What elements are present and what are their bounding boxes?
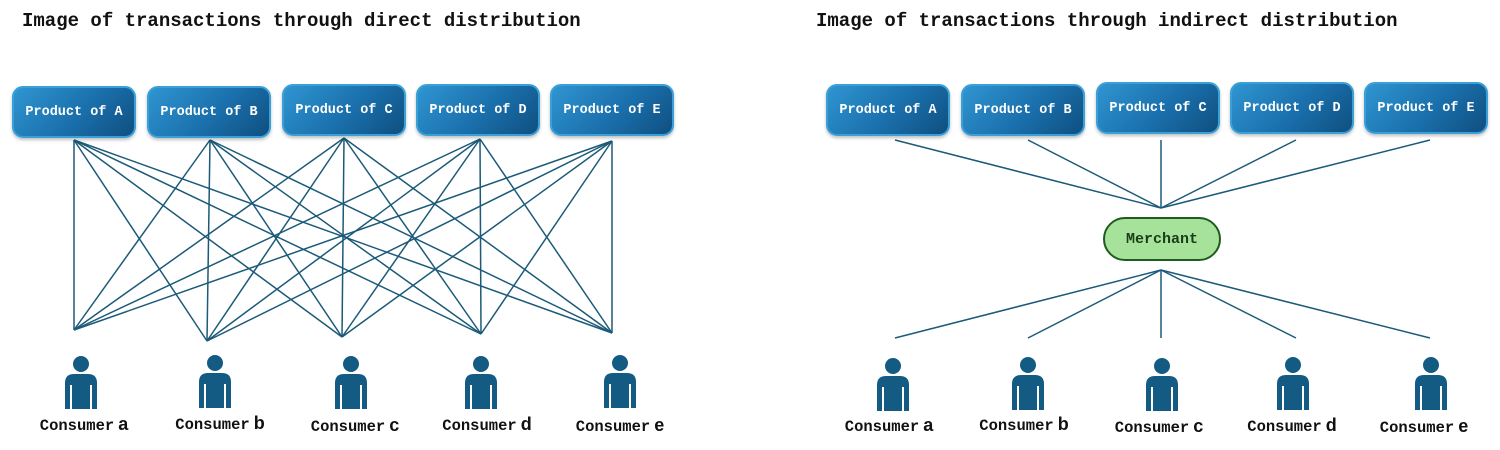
merchant-consumer-link [1027, 269, 1162, 339]
direct-distribution-title: Image of transactions through direct dis… [22, 10, 581, 32]
left-product-a: Product of A [12, 86, 136, 138]
left-product-e: Product of E [550, 84, 674, 136]
person-icon [199, 355, 231, 408]
direct-link [209, 139, 613, 334]
person-icon [1415, 357, 1447, 410]
merchant-consumer-link [1160, 269, 1431, 339]
person-icon [65, 356, 97, 409]
person-icon [877, 358, 909, 411]
person-icon [1146, 358, 1178, 411]
direct-link [206, 138, 481, 342]
right-product-b: Product of B [961, 84, 1085, 136]
merchant-consumer-link [894, 269, 1162, 339]
direct-link [341, 140, 613, 338]
product-merchant-link [1160, 139, 1297, 209]
direct-link [73, 139, 208, 342]
direct-link [341, 137, 345, 338]
direct-link [73, 137, 345, 331]
person-icon [1277, 357, 1309, 410]
right-product-d: Product of D [1230, 82, 1354, 134]
direct-link [480, 140, 613, 335]
right-product-c: Product of C [1096, 82, 1220, 134]
left-product-c: Product of C [282, 84, 406, 136]
product-merchant-link [1027, 139, 1162, 209]
direct-link [479, 138, 613, 334]
indirect-distribution-title: Image of transactions through indirect d… [816, 10, 1398, 32]
right-product-e: Product of E [1364, 82, 1488, 134]
direct-link [206, 140, 613, 342]
merchant-node: Merchant [1103, 217, 1221, 261]
right-product-a: Product of A [826, 84, 950, 136]
person-icon [604, 355, 636, 408]
person-icon [465, 356, 497, 409]
direct-link [341, 138, 481, 338]
person-icon [335, 356, 367, 409]
person-icon [1012, 357, 1044, 410]
product-merchant-link [894, 139, 1162, 209]
left-product-b: Product of B [147, 86, 271, 138]
direct-link [73, 138, 481, 331]
direct-link [343, 137, 613, 334]
direct-link [206, 139, 211, 342]
left-product-d: Product of D [416, 84, 540, 136]
direct-link [206, 137, 345, 342]
direct-link [73, 139, 211, 331]
direct-link [73, 140, 613, 331]
direct-link [209, 139, 482, 335]
merchant-consumer-link [1160, 269, 1297, 339]
product-merchant-link [1160, 139, 1431, 209]
